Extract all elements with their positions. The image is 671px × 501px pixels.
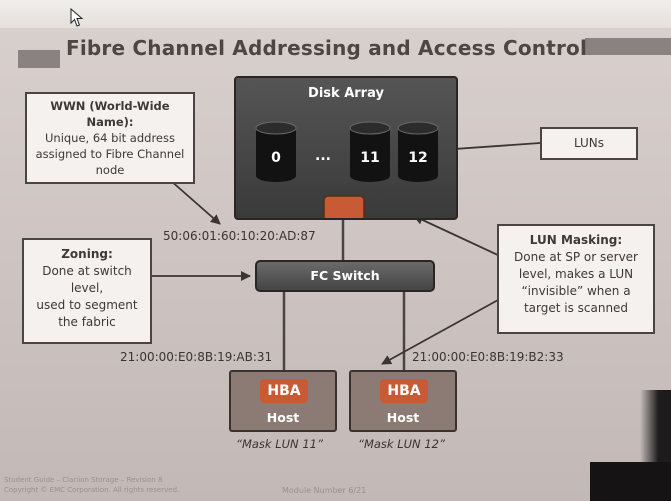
host2-hba-badge: HBA — [380, 379, 428, 403]
disk-0-label: 0 — [256, 150, 296, 166]
zoning-callout-box: Zoning: Done at switch level, used to se… — [22, 238, 152, 344]
host1-label: Host — [231, 410, 335, 425]
disk-array: Disk Array 0 ... 11 12 — [234, 76, 458, 220]
arrow-wwn-to-port — [170, 180, 220, 224]
zoning-heading: Zoning: — [24, 246, 150, 263]
lun-masking-line-2: level, makes a LUN — [499, 266, 653, 283]
wwn-line-3: node — [27, 162, 193, 178]
lun-masking-line-1: Done at SP or server — [499, 249, 653, 266]
array-port-icon — [324, 196, 364, 218]
wwn-callout-box: WWN (World-Wide Name): Unique, 64 bit ad… — [25, 92, 195, 184]
zoning-line-4: the fabric — [24, 314, 150, 331]
array-port-wwn: 50:06:01:60:10:20:AD:87 — [163, 229, 316, 243]
projection-shadow-corner — [590, 462, 671, 501]
host1-wwn: 21:00:00:E0:8B:19:AB:31 — [120, 350, 272, 364]
lun-masking-line-4: target is scanned — [499, 300, 653, 317]
fc-switch-label: FC Switch — [310, 268, 379, 283]
disk-12-label: 12 — [398, 150, 438, 166]
lun-masking-callout-box: LUN Masking: Done at SP or server level,… — [497, 224, 655, 334]
wwn-heading: WWN (World-Wide Name): — [27, 98, 193, 130]
lun-masking-heading: LUN Masking: — [499, 232, 653, 249]
host1-mask-note: “Mask LUN 11” — [236, 437, 323, 451]
lun-masking-line-3: “invisible” when a — [499, 283, 653, 300]
fc-switch: FC Switch — [255, 260, 435, 292]
zoning-line-1: Done at switch — [24, 263, 150, 280]
footer-left-line-1: Student Guide – Clariion Storage – Revis… — [4, 476, 162, 484]
wwn-line-1: Unique, 64 bit address — [27, 130, 193, 146]
disk-array-graphics — [236, 78, 456, 218]
host2-mask-note: “Mask LUN 12” — [358, 437, 445, 451]
disk-ellipsis: ... — [302, 148, 344, 164]
zoning-line-3: used to segment — [24, 297, 150, 314]
host2-wwn: 21:00:00:E0:8B:19:B2:33 — [412, 350, 564, 364]
footer-left-line-2: Copyright © EMC Corporation. All rights … — [4, 486, 179, 494]
wwn-line-2: assigned to Fibre Channel — [27, 146, 193, 162]
host-1: HBA Host — [229, 370, 337, 432]
zoning-line-2: level, — [24, 280, 150, 297]
footer-module-number: Module Number 6/21 — [282, 486, 366, 495]
host1-hba-badge: HBA — [260, 379, 308, 403]
arrow-masking-to-array — [414, 216, 500, 256]
host2-label: Host — [351, 410, 455, 425]
mouse-pointer-icon — [70, 8, 84, 28]
disk-11-label: 11 — [350, 150, 390, 166]
luns-callout-box: LUNs — [540, 127, 638, 160]
luns-label: LUNs — [574, 136, 604, 150]
host-2: HBA Host — [349, 370, 457, 432]
